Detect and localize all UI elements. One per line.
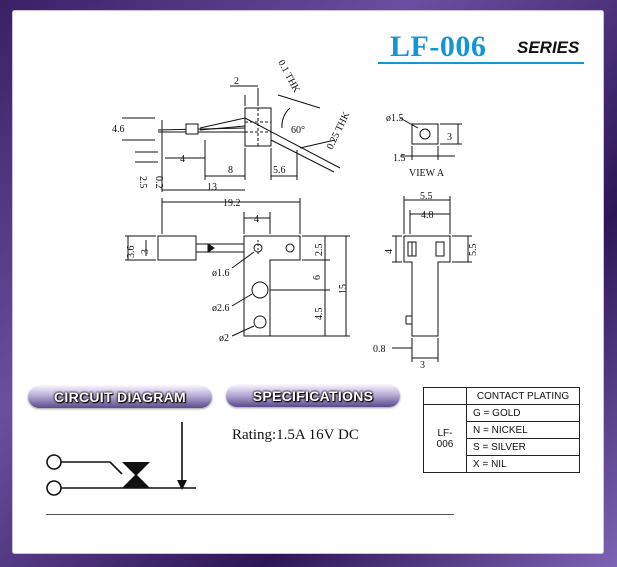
contact-upper-triangle — [122, 462, 150, 476]
dim-side-2: 2 — [234, 76, 239, 87]
dim-top-4: 4 — [254, 214, 259, 225]
plating-header: CONTACT PLATING — [466, 387, 580, 405]
dim-top-4-5: 4.5 — [314, 308, 325, 321]
dim-top-2-5: 2.5 — [314, 244, 325, 257]
product-title: LF-006 — [390, 30, 487, 63]
plating-option-silver: S = SILVER — [466, 438, 580, 456]
dim-end-5-5-vert: 5.5 — [468, 244, 479, 257]
dim-end-4-8: 4.8 — [421, 210, 434, 221]
dim-side-0-25-thk: 0.25 THK — [325, 110, 353, 152]
dim-va-3: 3 — [447, 132, 452, 143]
dim-side-2-5: 2.5 — [137, 176, 148, 189]
actuator-arrow — [177, 480, 187, 490]
dim-top-19-2: 19.2 — [223, 198, 241, 209]
dim-end-0-8: 0.8 — [373, 344, 386, 355]
dim-side-60: 60° — [291, 125, 305, 136]
dim-side-4: 4 — [180, 154, 185, 165]
view-a-drawing — [399, 117, 462, 160]
dim-top-3: 3 — [140, 249, 151, 254]
dim-side-0-2: 0.2 — [153, 176, 164, 189]
side-view-drawing — [122, 85, 341, 192]
dim-end-4: 4 — [384, 249, 395, 254]
dim-end-3: 3 — [420, 360, 425, 371]
top-view-drawing — [125, 198, 350, 337]
circuit-schematic — [46, 422, 196, 496]
end-view-drawing — [392, 196, 472, 362]
dim-va-dia-1-5: ø1.5 — [386, 113, 404, 124]
circuit-diagram-heading: CIRCUIT DIAGRAM — [28, 386, 212, 408]
contact-plating-table: CONTACT PLATING LF-006 G = GOLD N = NICK… — [423, 387, 580, 473]
plating-blank-cell — [423, 387, 467, 405]
dim-side-4-6: 4.6 — [112, 124, 125, 135]
plating-row: LF-006 G = GOLD — [423, 404, 580, 473]
dim-top-3-6: 3.6 — [126, 246, 137, 259]
contact-lower-triangle — [122, 474, 150, 488]
specifications-heading: SPECIFICATIONS — [226, 385, 400, 407]
plating-model: LF-006 — [423, 404, 467, 473]
plating-option-nickel: N = NICKEL — [466, 421, 580, 439]
title-underline — [378, 62, 584, 64]
footer-divider — [46, 514, 454, 515]
plating-row: X = NIL — [424, 455, 580, 473]
dim-top-dia-1-6: ø1.6 — [212, 268, 230, 279]
view-a-label: VIEW A — [409, 168, 445, 179]
plating-header-row: CONTACT PLATING — [423, 387, 580, 405]
dim-side-0-1-thk: 0.1 THK — [275, 58, 302, 95]
plating-option-nil: X = NIL — [466, 455, 580, 473]
dim-end-5-5: 5.5 — [420, 191, 433, 202]
dim-top-15: 15 — [338, 284, 349, 294]
dim-side-5-6: 5.6 — [273, 165, 286, 176]
dim-top-dia-2: ø2 — [219, 333, 229, 344]
dim-side-13: 13 — [207, 182, 217, 193]
dim-top-dia-2-6: ø2.6 — [212, 303, 230, 314]
dim-va-1-5: 1.5 — [393, 153, 406, 164]
series-label: SERIES — [517, 38, 580, 57]
plating-option-gold: G = GOLD — [466, 404, 580, 422]
dim-side-8: 8 — [228, 165, 233, 176]
rating-text: Rating:1.5A 16V DC — [232, 427, 359, 443]
dim-top-6: 6 — [312, 275, 323, 280]
